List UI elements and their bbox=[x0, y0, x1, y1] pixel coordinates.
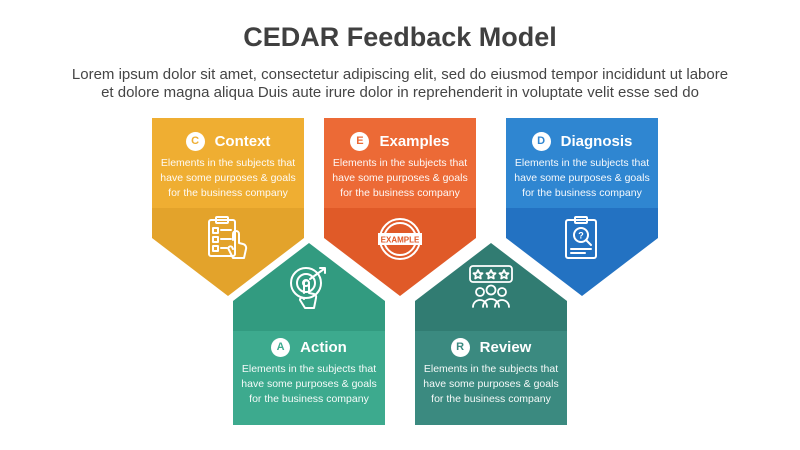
svg-text:EXAMPLE: EXAMPLE bbox=[381, 236, 420, 245]
example-stamp-icon: EXAMPLE bbox=[375, 214, 425, 264]
desc-line: Elements in the subjects that bbox=[241, 363, 377, 375]
card-review-top bbox=[415, 243, 567, 331]
clipboard-checklist-icon bbox=[203, 214, 253, 264]
card-context-bottom bbox=[152, 208, 304, 296]
subtitle-line-2: et dolore magna aliqua Duis aute irure d… bbox=[101, 84, 699, 101]
card-examples-desc: Elements in the subjects that have some … bbox=[332, 156, 468, 201]
card-action-label: Action bbox=[300, 338, 347, 356]
card-context-label: Context bbox=[214, 132, 271, 150]
desc-line: for the business company bbox=[340, 187, 460, 199]
desc-line: have some purposes & goals bbox=[423, 378, 559, 390]
desc-line: have some purposes & goals bbox=[332, 172, 468, 184]
card-examples-label: Examples bbox=[379, 132, 450, 150]
desc-line: Elements in the subjects that bbox=[423, 363, 559, 375]
card-diagnosis-desc: Elements in the subjects that have some … bbox=[514, 156, 650, 201]
badge-c: C bbox=[185, 131, 205, 151]
card-action-bottom bbox=[233, 331, 385, 425]
card-action-desc: Elements in the subjects that have some … bbox=[241, 362, 377, 407]
desc-line: have some purposes & goals bbox=[241, 378, 377, 390]
page-subtitle: Lorem ipsum dolor sit amet, consectetur … bbox=[20, 66, 780, 102]
card-diagnosis-label: Diagnosis bbox=[560, 132, 633, 150]
card-examples-bottom bbox=[324, 208, 476, 296]
badge-a: A bbox=[271, 337, 291, 357]
desc-line: Elements in the subjects that bbox=[332, 157, 468, 169]
card-review-label: Review bbox=[479, 338, 532, 356]
badge-e: E bbox=[350, 131, 370, 151]
card-diagnosis-header: D Diagnosis bbox=[506, 128, 658, 154]
desc-line: Elements in the subjects that bbox=[160, 157, 296, 169]
desc-line: for the business company bbox=[431, 393, 551, 405]
desc-line: for the business company bbox=[168, 187, 288, 199]
desc-line: Elements in the subjects that bbox=[514, 157, 650, 169]
card-context-header: C Context bbox=[152, 128, 304, 154]
card-review-header: R Review bbox=[415, 334, 567, 360]
page-title: CEDAR Feedback Model bbox=[243, 22, 557, 52]
card-review-shape bbox=[415, 243, 567, 425]
desc-line: for the business company bbox=[522, 187, 642, 199]
document-search-icon: ? bbox=[557, 214, 607, 264]
desc-line: for the business company bbox=[249, 393, 369, 405]
star-rating-people-icon bbox=[466, 263, 516, 313]
badge-r: R bbox=[450, 337, 470, 357]
subtitle-line-1: Lorem ipsum dolor sit amet, consectetur … bbox=[71, 66, 729, 83]
card-review-bottom bbox=[415, 331, 567, 425]
card-action-header: A Action bbox=[233, 334, 385, 360]
desc-line: have some purposes & goals bbox=[514, 172, 650, 184]
desc-line: have some purposes & goals bbox=[160, 172, 296, 184]
card-context-desc: Elements in the subjects that have some … bbox=[160, 156, 296, 201]
card-review-desc: Elements in the subjects that have some … bbox=[423, 362, 559, 407]
svg-text:?: ? bbox=[578, 231, 584, 241]
target-click-icon bbox=[284, 263, 334, 313]
card-examples-header: E Examples bbox=[324, 128, 476, 154]
badge-d: D bbox=[531, 131, 551, 151]
